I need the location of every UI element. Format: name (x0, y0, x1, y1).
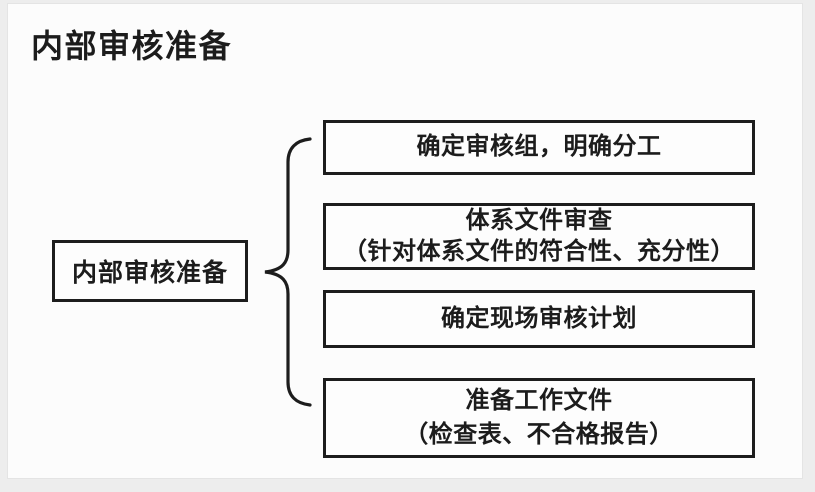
branch-label: 体系文件审查 (465, 207, 613, 234)
branch-box-document-review: 体系文件审查 （针对体系文件的符合性、充分性） (323, 203, 755, 270)
curly-brace-connector (264, 137, 312, 407)
branch-label: 确定审核组，明确分工 (416, 134, 662, 161)
branch-box-working-documents: 准备工作文件 （检查表、不合格报告） (323, 378, 755, 458)
diagram-title: 内部审核准备 (31, 28, 233, 64)
branch-sublabel: （检查表、不合格报告） (404, 422, 674, 448)
root-node-label: 内部审核准备 (71, 260, 228, 287)
root-node-box: 内部审核准备 (52, 240, 248, 302)
branch-label: 确定现场审核计划 (441, 305, 637, 332)
branch-box-audit-team: 确定审核组，明确分工 (323, 120, 755, 175)
branch-sublabel: （针对体系文件的符合性、充分性） (343, 238, 735, 265)
branch-box-audit-plan: 确定现场审核计划 (323, 290, 755, 348)
branch-label: 准备工作文件 (465, 387, 613, 414)
